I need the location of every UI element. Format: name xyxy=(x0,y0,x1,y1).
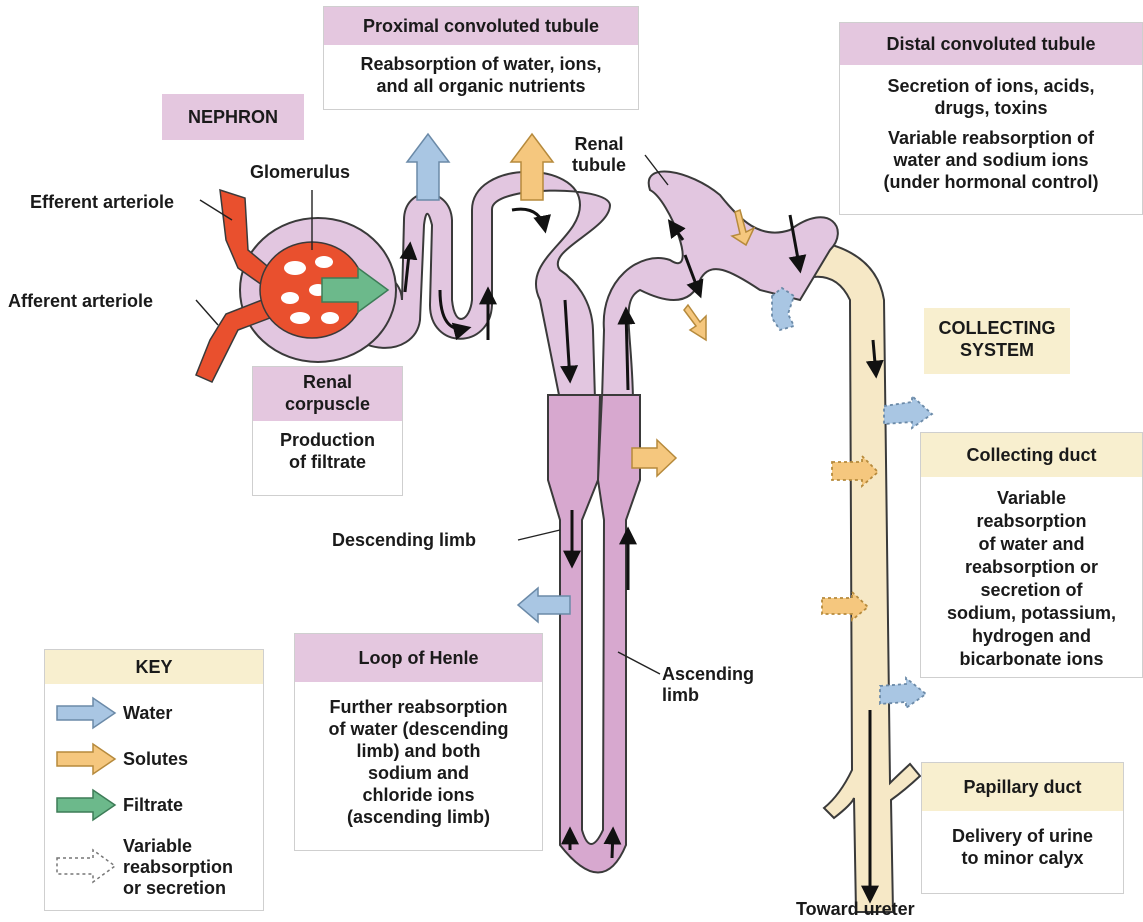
papillary-duct-text: Delivery of urine to minor calyx xyxy=(922,811,1123,869)
loop-of-henle-box: Loop of Henle Further reabsorption of wa… xyxy=(294,633,543,851)
key-item-filtrate: Filtrate xyxy=(55,788,183,822)
collecting-system-box: COLLECTING SYSTEM xyxy=(924,308,1070,374)
label-toward-ureter: Toward ureter xyxy=(796,899,915,920)
collecting-duct-box: Collecting duct Variable reabsorption of… xyxy=(920,432,1143,678)
dashed-arrow-icon xyxy=(55,846,117,886)
nephron-label: NEPHRON xyxy=(162,94,304,140)
key-label-water: Water xyxy=(123,703,172,724)
water-arrow-proximal xyxy=(407,134,449,200)
loop-of-henle xyxy=(548,395,640,873)
collecting-duct-title: Collecting duct xyxy=(921,433,1142,477)
key-title: KEY xyxy=(45,650,263,684)
loop-of-henle-title: Loop of Henle xyxy=(295,634,542,682)
distal-tubule-title: Distal convoluted tubule xyxy=(840,23,1142,65)
papillary-duct-title: Papillary duct xyxy=(922,763,1123,811)
collecting-system-label: COLLECTING SYSTEM xyxy=(924,308,1070,361)
renal-corpuscle-title: Renal corpuscle xyxy=(253,367,402,421)
key-label-solutes: Solutes xyxy=(123,749,188,770)
label-afferent-arteriole: Afferent arteriole xyxy=(8,291,153,312)
water-arrow-icon xyxy=(55,696,117,730)
renal-corpuscle-text: Production of filtrate xyxy=(253,421,402,473)
label-descending-limb: Descending limb xyxy=(332,530,476,551)
nephron-label-box: NEPHRON xyxy=(162,94,304,140)
distal-tubule-box: Distal convoluted tubule Secretion of io… xyxy=(839,22,1143,215)
proximal-tubule-title: Proximal convoluted tubule xyxy=(324,7,638,45)
label-ascending-limb: Ascending limb xyxy=(662,664,754,706)
key-item-solutes: Solutes xyxy=(55,742,188,776)
papillary-duct-box: Papillary duct Delivery of urine to mino… xyxy=(921,762,1124,894)
key-label-variable: Variable reabsorption or secretion xyxy=(123,836,233,899)
renal-corpuscle-box: Renal corpuscle Production of filtrate xyxy=(252,366,403,496)
distal-tubule-text2: Variable reabsorption of water and sodiu… xyxy=(840,119,1142,193)
proximal-tubule-text: Reabsorption of water, ions, and all org… xyxy=(324,45,638,97)
distal-tubule-text1: Secretion of ions, acids, drugs, toxins xyxy=(840,65,1142,119)
filtrate-arrow-icon xyxy=(55,788,117,822)
key-label-filtrate: Filtrate xyxy=(123,795,183,816)
key-box: KEY Water Solutes Filtrate Variable reab… xyxy=(44,649,264,911)
solutes-arrow-icon xyxy=(55,742,117,776)
label-glomerulus: Glomerulus xyxy=(250,162,350,183)
label-efferent-arteriole: Efferent arteriole xyxy=(30,192,174,213)
proximal-tubule-box: Proximal convoluted tubule Reabsorption … xyxy=(323,6,639,110)
collecting-duct-text: Variable reabsorption of water and reabs… xyxy=(921,477,1142,671)
label-renal-tubule: Renal tubule xyxy=(572,134,626,176)
loop-of-henle-text: Further reabsorption of water (descendin… xyxy=(295,682,542,828)
key-item-water: Water xyxy=(55,696,172,730)
key-item-variable: Variable reabsorption or secretion xyxy=(55,836,233,899)
collecting-duct-tube xyxy=(800,240,920,912)
